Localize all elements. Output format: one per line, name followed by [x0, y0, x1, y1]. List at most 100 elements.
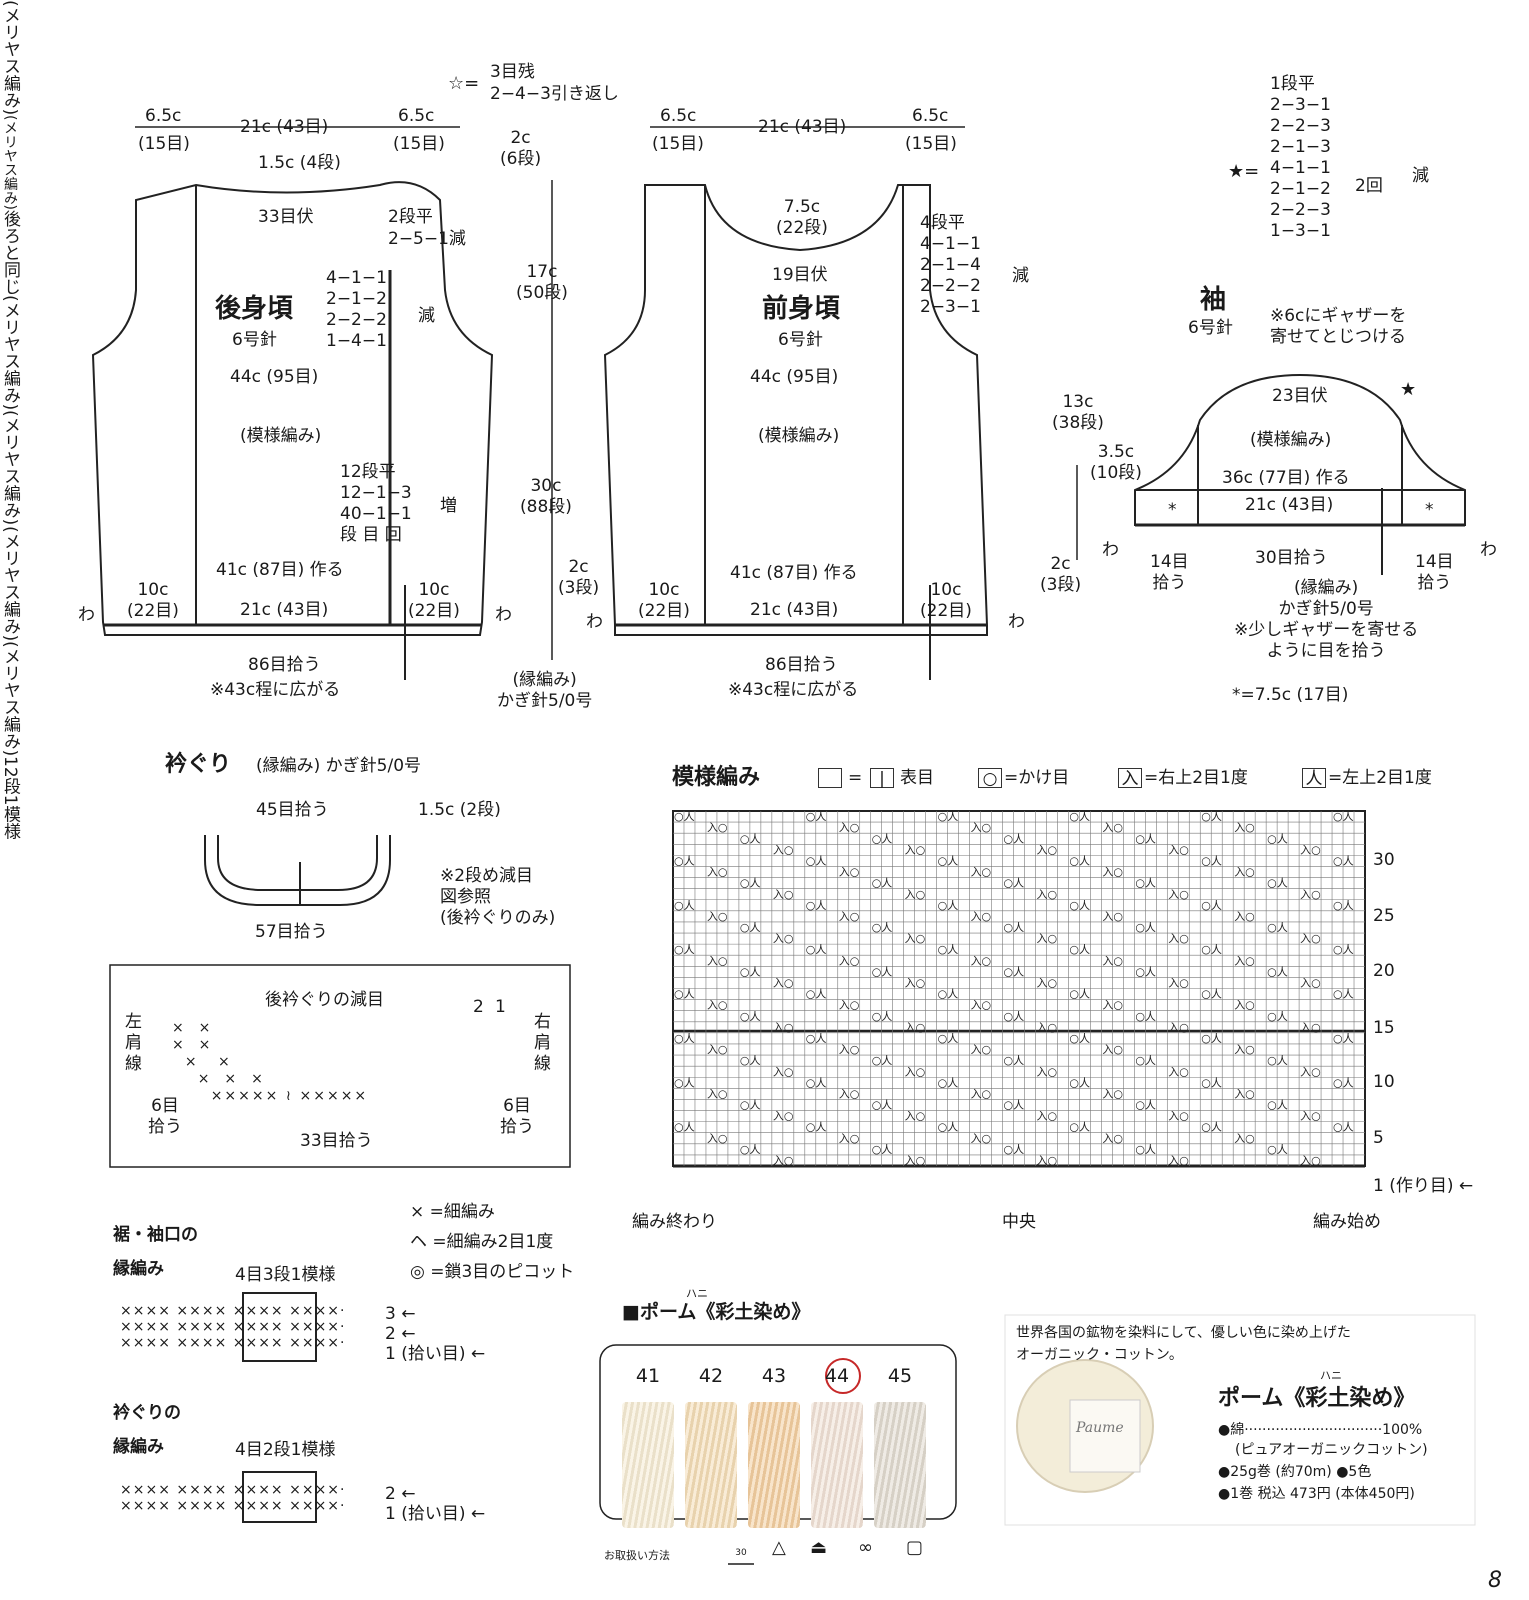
neckband-pick57: 57目拾う [255, 922, 328, 942]
legend-picot: ◎ =鎖3目のピコット [410, 1262, 575, 1282]
svg-text:入○: 入○ [1102, 999, 1123, 1012]
dec-title: 後衿ぐりの減目 [265, 990, 384, 1010]
svg-text:○人: ○人 [806, 899, 827, 912]
chart-key-ssk: 入 [1118, 768, 1142, 789]
svg-text:入○: 入○ [971, 866, 992, 879]
svg-text:入○: 入○ [1102, 910, 1123, 923]
care-wring-icon: ∞ [858, 1537, 873, 1558]
svg-text:○人: ○人 [1201, 1032, 1222, 1045]
sleeve-dec: 減 [1412, 166, 1429, 186]
yarn-swatch [811, 1402, 863, 1528]
chart-grid [673, 811, 1365, 1166]
chart-row-25: 25 [1373, 906, 1395, 926]
svg-text:○人: ○人 [1267, 1099, 1288, 1112]
neck-edging-title: 衿ぐりの 縁編み [113, 1403, 181, 1457]
hem-row-2: 2 ← [385, 1324, 416, 1344]
svg-text:○人: ○人 [1267, 877, 1288, 890]
dec-row-2: 2 [473, 997, 484, 1017]
svg-text:○人: ○人 [1135, 877, 1156, 890]
svg-text:入○: 入○ [1036, 1065, 1057, 1078]
yarn-ruby: ハニ [686, 1287, 708, 1300]
svg-text:入○: 入○ [971, 954, 992, 967]
hem-edging-stitches: ×××× ×××× ×××× ××××· ×××× ×××× ×××× ××××… [120, 1303, 346, 1351]
front-dim-5: (15目) [905, 134, 957, 154]
svg-text:入○: 入○ [707, 999, 728, 1012]
svg-text:入○: 入○ [773, 843, 794, 856]
svg-text:入○: 入○ [1300, 1021, 1321, 1034]
svg-text:○人: ○人 [674, 1076, 695, 1089]
svg-text:入○: 入○ [1168, 1154, 1189, 1167]
dec-left-shoulder: 左 肩 線 [125, 1012, 142, 1074]
svg-text:○人: ○人 [1333, 988, 1354, 1001]
svg-text:○人: ○人 [674, 1121, 695, 1134]
sleeve-star: ★= [1228, 161, 1260, 182]
sleeve-wa-left: わ [1102, 540, 1119, 560]
svg-text:○人: ○人 [1201, 943, 1222, 956]
front-needle: 6号針 [778, 330, 823, 350]
back-dim-3: 21c (43目) [240, 117, 329, 137]
star-note-l1: 3目残 [490, 62, 535, 82]
svg-text:入○: 入○ [1036, 843, 1057, 856]
mid-same-as-back: 後ろと同じ [0, 210, 20, 296]
svg-text:入○: 入○ [839, 1132, 860, 1145]
svg-text:○人: ○人 [806, 1032, 827, 1045]
product-spec2: (ピュアオーガニックコットン) [1235, 1442, 1428, 1458]
svg-text:入○: 入○ [1300, 932, 1321, 945]
neck-edging-stitches: ×××× ×××× ×××× ××××· ×××× ×××× ×××× ××××… [120, 1482, 346, 1514]
svg-text:入○: 入○ [1300, 1065, 1321, 1078]
svg-text:入○: 入○ [971, 821, 992, 834]
chart-key1b: 表目 [900, 768, 934, 788]
svg-text:入○: 入○ [1102, 866, 1123, 879]
svg-text:入○: 入○ [1102, 1043, 1123, 1056]
chart-row-20: 20 [1373, 961, 1395, 981]
svg-text:入○: 入○ [773, 977, 794, 990]
chart-start: 編み始め [1313, 1212, 1381, 1232]
neckband-outline [204, 835, 391, 906]
svg-text:○人: ○人 [1267, 1143, 1288, 1156]
svg-text:○人: ○人 [740, 1099, 761, 1112]
sleeve-asterisk-note: *=7.5c (17目) [1232, 685, 1349, 705]
sleeve-edging: (縁編み) かぎ針5/0号 ※少しギャザーを寄せる ように目を拾う [1234, 578, 1419, 661]
product-desc: 世界各国の鉱物を染料にして、優しい色に染め上げた オーガニック・コットン。 [1016, 1325, 1351, 1363]
neckband-pick45: 45目拾う [256, 800, 329, 820]
sleeve-outline [1134, 373, 1466, 526]
mid-h3: 30c (88段) [520, 476, 572, 517]
chart-repeat-label: 12段1模様 [0, 756, 20, 840]
svg-text:○人: ○人 [872, 1054, 893, 1067]
chart-key2: =かけ目 [1004, 768, 1070, 788]
front-outline [603, 184, 988, 636]
front-stockinette-left: (メリヤス編み) [0, 295, 20, 411]
svg-text:○人: ○人 [1069, 943, 1090, 956]
sleeve-h3: 2c (3段) [1040, 554, 1082, 595]
yarn-color-number: 41 [635, 1365, 661, 1387]
sleeve-wa-right: わ [1480, 540, 1497, 560]
legend-dec: ヘ =細編み2目1度 [410, 1232, 554, 1252]
front-stockinette-right: (メリヤス編み) [0, 410, 20, 526]
svg-text:○人: ○人 [674, 899, 695, 912]
mid-h4: 2c (3段) [558, 557, 600, 598]
svg-text:○人: ○人 [1004, 965, 1025, 978]
svg-text:○人: ○人 [1069, 854, 1090, 867]
svg-text:入○: 入○ [971, 1043, 992, 1056]
yarn-swatch [874, 1402, 926, 1528]
dec-pick33: 33目拾う [300, 1131, 373, 1151]
hem-edging-title: 裾・袖口の 縁編み [113, 1225, 198, 1279]
care-dry-icon: ▢ [906, 1537, 924, 1558]
sleeve-cast-on: 36c (77目) 作る [1222, 468, 1350, 488]
product-spec4: ●1巻 税込 473円 (本体450円) [1218, 1486, 1415, 1502]
svg-text:入○: 入○ [1102, 954, 1123, 967]
svg-text:○人: ○人 [1004, 1010, 1025, 1023]
product-spec3: ●25g巻 (約70m) ●5色 [1218, 1464, 1372, 1480]
chart-key-k2tog: 人 [1302, 768, 1326, 789]
svg-text:○人: ○人 [938, 943, 959, 956]
back-dim-2: (15目) [138, 134, 190, 154]
svg-text:入○: 入○ [1300, 843, 1321, 856]
neck-row-1: 1 (拾い目) ← [385, 1504, 486, 1524]
svg-text:○人: ○人 [1333, 854, 1354, 867]
product-name: ポーム《彩土染め》 [1218, 1385, 1416, 1411]
svg-text:入○: 入○ [1168, 1110, 1189, 1123]
back-title: 後身頃 [215, 294, 294, 324]
neckband-note: ※2段め減目 図参照 (後衿ぐりのみ) [440, 866, 556, 928]
yarn-swatch [622, 1402, 674, 1528]
